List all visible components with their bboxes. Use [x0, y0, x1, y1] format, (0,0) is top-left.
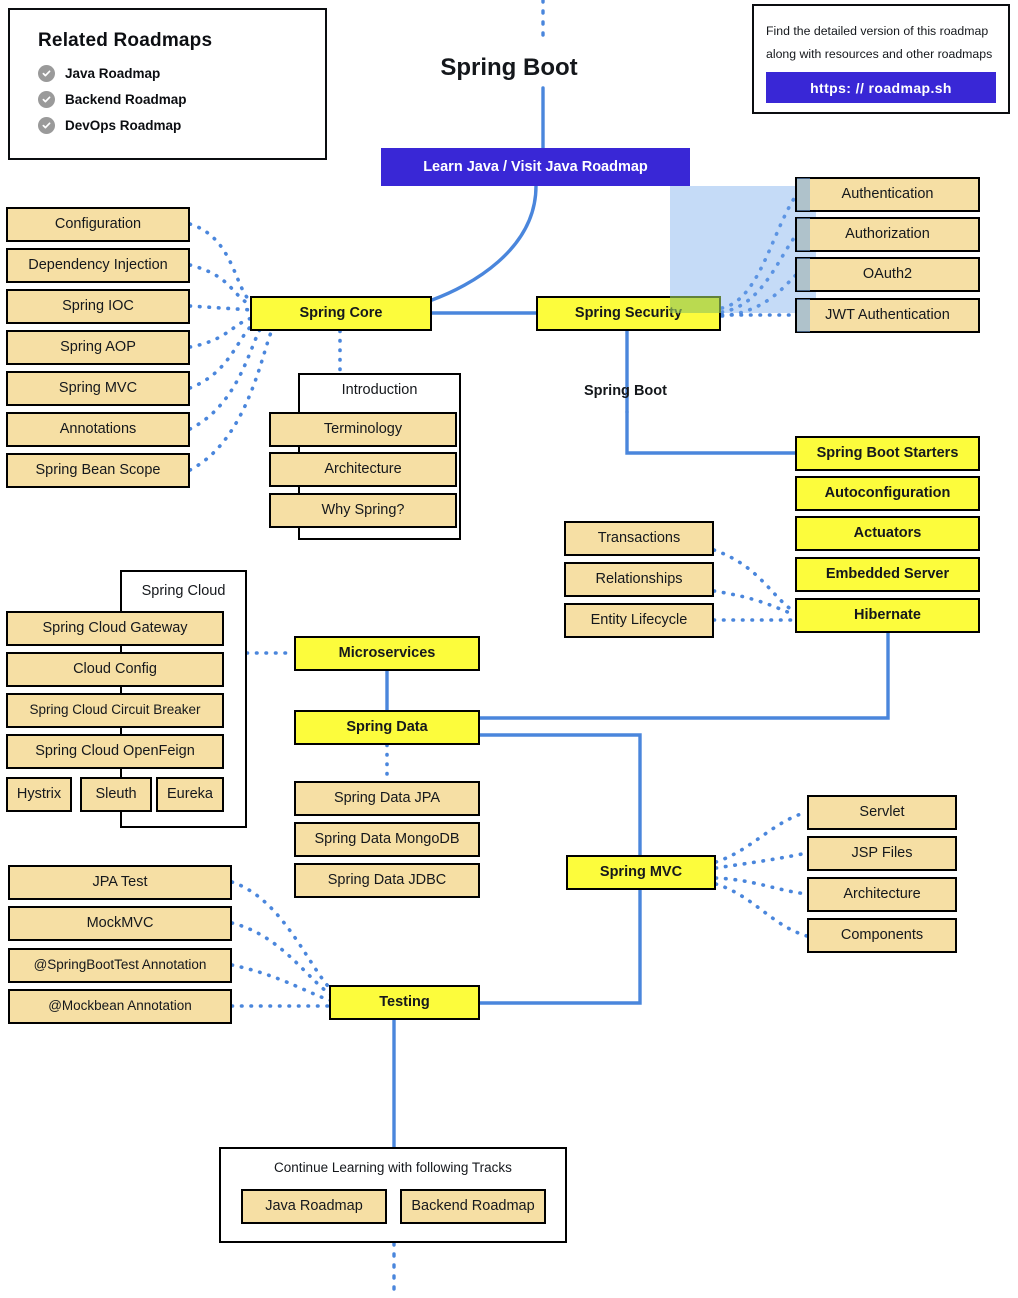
- track-java-roadmap[interactable]: Java Roadmap: [241, 1189, 387, 1224]
- node-springboottest-annotation[interactable]: @SpringBootTest Annotation: [8, 948, 232, 983]
- node-spring-data[interactable]: Spring Data: [294, 710, 480, 745]
- node-spring-security[interactable]: Spring Security: [536, 296, 721, 331]
- node-actuators[interactable]: Actuators: [795, 516, 980, 551]
- node-configuration[interactable]: Configuration: [6, 207, 190, 242]
- node-spring-mvc[interactable]: Spring MVC: [566, 855, 716, 890]
- continue-learning-title: Continue Learning with following Tracks: [274, 1160, 512, 1175]
- node-cloud-config[interactable]: Cloud Config: [6, 652, 224, 687]
- node-autoconfiguration[interactable]: Autoconfiguration: [795, 476, 980, 511]
- learn-java-banner[interactable]: Learn Java / Visit Java Roadmap: [381, 148, 690, 186]
- link-panel-line-2: along with resources and other roadmaps: [766, 46, 993, 61]
- roadmap-link-panel: Find the detailed version of this roadma…: [752, 4, 1010, 114]
- node-spring-bean-scope[interactable]: Spring Bean Scope: [6, 453, 190, 488]
- spring-boot-branch-label: Spring Boot: [584, 383, 667, 399]
- node-spring-cloud-circuit-breaker[interactable]: Spring Cloud Circuit Breaker: [6, 693, 224, 728]
- node-spring-cloud-gateway[interactable]: Spring Cloud Gateway: [6, 611, 224, 646]
- link-panel-line-1: Find the detailed version of this roadma…: [766, 24, 989, 38]
- node-spring-data-mongodb[interactable]: Spring Data MongoDB: [294, 822, 480, 857]
- node-spring-mvc-core[interactable]: Spring MVC: [6, 371, 190, 406]
- node-hibernate[interactable]: Hibernate: [795, 598, 980, 633]
- node-authentication[interactable]: Authentication: [795, 177, 980, 212]
- node-architecture-mvc[interactable]: Architecture: [807, 877, 957, 912]
- node-entity-lifecycle[interactable]: Entity Lifecycle: [564, 603, 714, 638]
- check-circle-icon: [38, 65, 55, 82]
- related-roadmap-label: DevOps Roadmap: [65, 118, 182, 133]
- related-roadmap-label: Backend Roadmap: [65, 92, 187, 107]
- spring-cloud-group-title: Spring Cloud: [141, 583, 226, 599]
- node-jsp-files[interactable]: JSP Files: [807, 836, 957, 871]
- node-jpa-test[interactable]: JPA Test: [8, 865, 232, 900]
- node-jwt-authentication[interactable]: JWT Authentication: [795, 298, 980, 333]
- node-spring-core[interactable]: Spring Core: [250, 296, 432, 331]
- introduction-group-title: Introduction: [341, 382, 418, 398]
- node-microservices[interactable]: Microservices: [294, 636, 480, 671]
- related-roadmap-label: Java Roadmap: [65, 66, 161, 81]
- related-roadmaps-title: Related Roadmaps: [38, 30, 213, 51]
- node-dependency-injection[interactable]: Dependency Injection: [6, 248, 190, 283]
- node-spring-ioc[interactable]: Spring IOC: [6, 289, 190, 324]
- node-spring-data-jpa[interactable]: Spring Data JPA: [294, 781, 480, 816]
- node-authorization[interactable]: Authorization: [795, 217, 980, 252]
- node-spring-data-jdbc[interactable]: Spring Data JDBC: [294, 863, 480, 898]
- related-roadmaps-panel: Related Roadmaps Java Roadmap Backend Ro…: [8, 8, 327, 160]
- node-why-spring[interactable]: Why Spring?: [269, 493, 457, 528]
- track-backend-roadmap[interactable]: Backend Roadmap: [400, 1189, 546, 1224]
- node-terminology[interactable]: Terminology: [269, 412, 457, 447]
- node-relationships[interactable]: Relationships: [564, 562, 714, 597]
- node-embedded-server[interactable]: Embedded Server: [795, 557, 980, 592]
- node-eureka[interactable]: Eureka: [156, 777, 224, 812]
- node-spring-cloud-openfeign[interactable]: Spring Cloud OpenFeign: [6, 734, 224, 769]
- node-spring-boot-starters[interactable]: Spring Boot Starters: [795, 436, 980, 471]
- roadmap-sh-link-button[interactable]: https: // roadmap.sh: [766, 72, 996, 104]
- node-mockbean-annotation[interactable]: @Mockbean Annotation: [8, 989, 232, 1024]
- check-circle-icon: [38, 117, 55, 134]
- related-roadmap-item-backend[interactable]: Backend Roadmap: [38, 91, 325, 108]
- node-testing[interactable]: Testing: [329, 985, 480, 1020]
- check-circle-icon: [38, 91, 55, 108]
- related-roadmap-item-devops[interactable]: DevOps Roadmap: [38, 117, 325, 134]
- node-oauth2[interactable]: OAuth2: [795, 257, 980, 292]
- related-roadmap-item-java[interactable]: Java Roadmap: [38, 65, 325, 82]
- node-spring-aop[interactable]: Spring AOP: [6, 330, 190, 365]
- node-hystrix[interactable]: Hystrix: [6, 777, 72, 812]
- node-annotations[interactable]: Annotations: [6, 412, 190, 447]
- node-architecture-intro[interactable]: Architecture: [269, 452, 457, 487]
- node-transactions[interactable]: Transactions: [564, 521, 714, 556]
- node-sleuth[interactable]: Sleuth: [80, 777, 152, 812]
- node-servlet[interactable]: Servlet: [807, 795, 957, 830]
- node-components[interactable]: Components: [807, 918, 957, 953]
- page-title: Spring Boot: [440, 54, 578, 81]
- node-mockmvc[interactable]: MockMVC: [8, 906, 232, 941]
